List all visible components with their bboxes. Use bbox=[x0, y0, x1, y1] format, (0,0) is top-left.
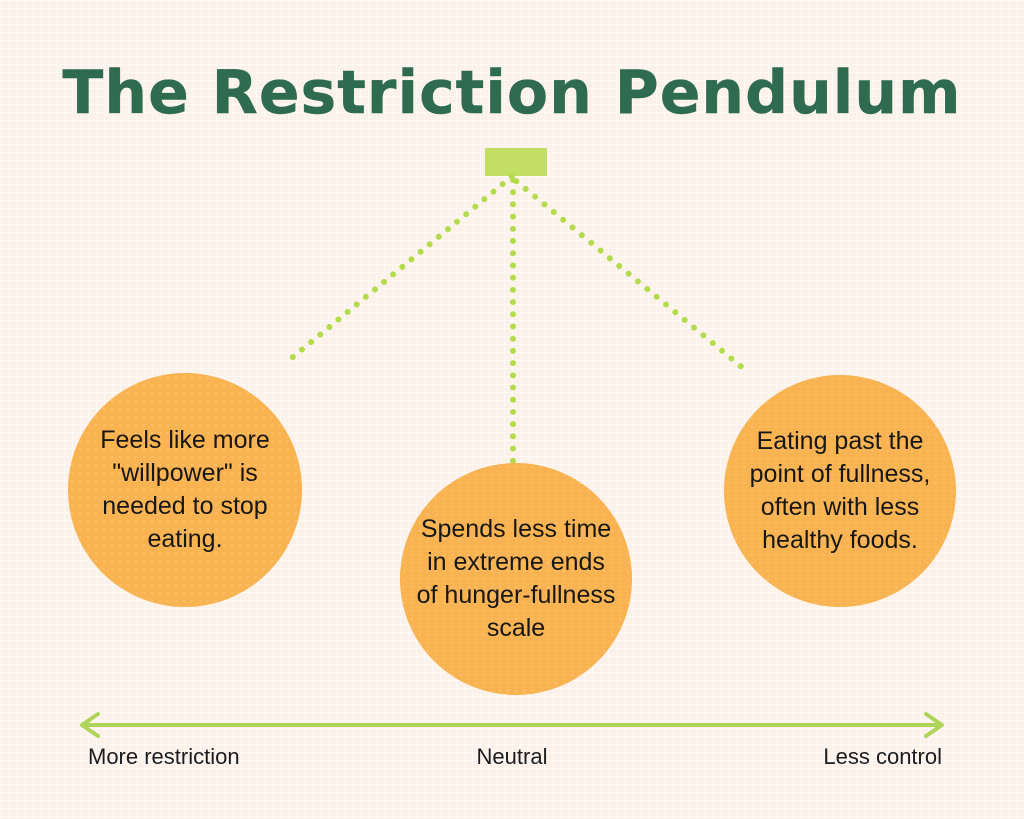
pendulum-bob-less-control: Eating past the point of fullness, often… bbox=[724, 375, 956, 607]
spectrum-axis-arrow-icon bbox=[80, 712, 944, 738]
bob-label-more-restriction: Feels like more "willpower" is needed to… bbox=[100, 425, 270, 554]
page-title-text: The Restriction Pendulum bbox=[62, 58, 962, 128]
page-title: The Restriction Pendulum bbox=[0, 58, 1024, 128]
spectrum-axis bbox=[70, 705, 954, 745]
axis-label-neutral: Neutral bbox=[476, 744, 548, 769]
axis-label-more-restriction: More restriction bbox=[88, 744, 240, 769]
pendulum-bob-neutral: Spends less time in extreme ends of hung… bbox=[400, 463, 632, 695]
bob-label-less-control: Eating past the point of fullness, often… bbox=[749, 426, 931, 555]
pendulum-string-left bbox=[288, 172, 516, 362]
pendulum-string-right bbox=[512, 177, 746, 371]
pendulum-string-middle bbox=[510, 177, 516, 464]
pendulum-bob-more-restriction: Feels like more "willpower" is needed to… bbox=[68, 373, 302, 607]
spectrum-axis-labels: More restriction Neutral Less control bbox=[0, 744, 1024, 778]
axis-label-less-control: Less control bbox=[823, 744, 942, 769]
pendulum-pivot-block bbox=[485, 148, 547, 176]
bob-label-neutral: Spends less time in extreme ends of hung… bbox=[416, 514, 616, 643]
